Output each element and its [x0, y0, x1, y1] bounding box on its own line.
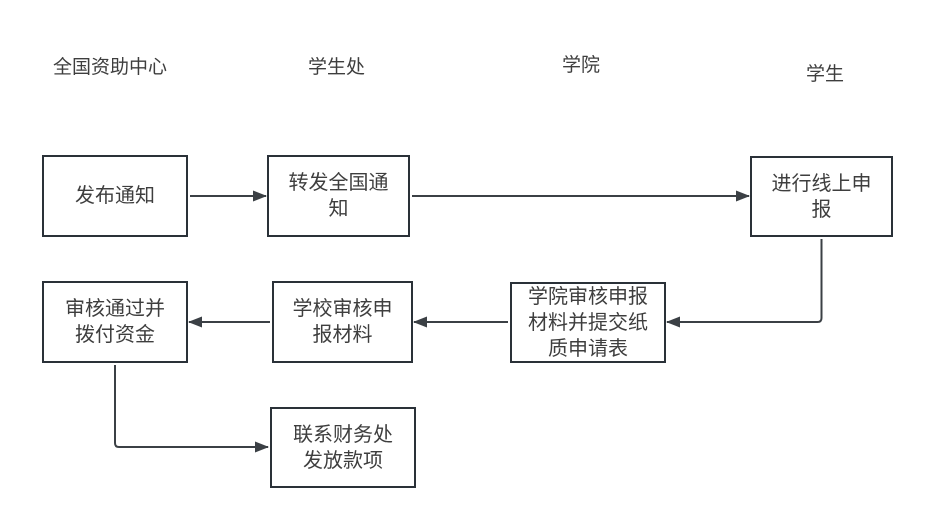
node-label-line: 联系财务处: [293, 423, 393, 446]
node-label-line: 学院审核申报: [528, 285, 648, 308]
node-school-review: 学校审核申 报材料: [272, 281, 413, 363]
lane-header-student: 学生: [806, 64, 845, 85]
node-approve-and-allocate: 审核通过并 拨付资金: [42, 281, 188, 363]
node-publish-notice: 发布通知: [42, 155, 188, 237]
node-label-line: 发布通知: [75, 185, 155, 207]
node-forward-notice: 转发全国通 知: [267, 155, 410, 237]
node-label-line: 质申请表: [548, 337, 628, 360]
node-label-line: 报: [811, 198, 832, 221]
lane-header-national-aid-center: 全国资助中心: [53, 57, 168, 78]
lane-header-student-affairs: 学生处: [308, 57, 366, 78]
edge-approve-to-contact-finance: [114, 365, 269, 453]
node-contact-finance: 联系财务处 发放款项: [270, 407, 416, 488]
node-label-line: 拨付资金: [75, 324, 155, 346]
node-label-line: 发放款项: [303, 449, 383, 472]
edge-online-to-college-review: [666, 239, 823, 328]
node-label-line: 材料并提交纸: [528, 311, 648, 334]
node-label-line: 学校审核申: [292, 298, 393, 320]
node-label-line: 知: [328, 198, 349, 220]
lane-header-college: 学院: [562, 55, 601, 76]
node-label-line: 进行线上申: [771, 172, 872, 195]
node-label-line: 报材料: [312, 324, 373, 346]
node-label-line: 审核通过并: [65, 298, 165, 320]
node-label-line: 转发全国通: [288, 172, 389, 194]
node-online-application: 进行线上申 报: [750, 156, 893, 237]
node-college-review: 学院审核申报 材料并提交纸 质申请表: [510, 282, 666, 363]
